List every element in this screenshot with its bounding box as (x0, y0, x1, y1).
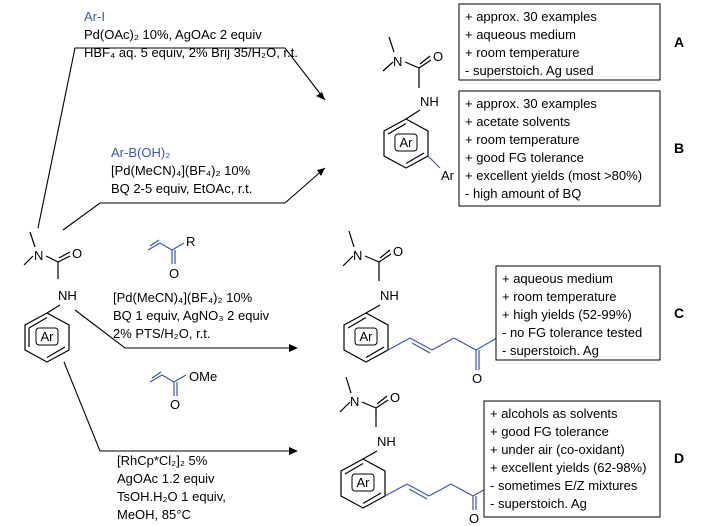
product-c-atom-o: O (393, 244, 403, 259)
box-b-line: + approx. 30 examples (465, 96, 597, 111)
product-biaryl: N O NH Ar Ar (382, 36, 455, 183)
box-a-line: + aqueous medium (465, 27, 576, 42)
atom-nh: NH (58, 288, 77, 303)
box-d-line: - sometimes E/Z mixtures (490, 478, 638, 493)
arrow-c (74, 309, 298, 352)
box-c-line: + aqueous medium (502, 271, 613, 286)
box-d-line: + good FG tolerance (490, 424, 609, 439)
box-a-line: - superstoich. Ag used (465, 63, 594, 78)
product-ab-new-ar: Ar (441, 168, 455, 183)
summary-box-c: + aqueous medium + room temperature + hi… (495, 265, 684, 361)
product-c-ring-ar: Ar (360, 329, 374, 344)
box-b-line: + good FG tolerance (465, 150, 584, 165)
box-d-line: + under air (co-oxidant) (490, 442, 625, 457)
box-b-line: + room temperature (465, 132, 580, 147)
box-b-line: - high amount of BQ (465, 186, 581, 201)
aryl-ring (24, 312, 70, 363)
product-d-atom-o: O (390, 390, 400, 405)
box-c-label: C (674, 305, 684, 321)
conditions-d-line4: MeOH, 85°C (117, 507, 191, 522)
conditions-d-line1: [RhCp*Cl₂]₂ 5% (117, 453, 208, 468)
reagent-aryl-iodide: Ar-I (84, 9, 105, 24)
product-c-ketone-o: O (472, 371, 482, 386)
conditions-a-line1: Pd(OAc)₂ 10%, AgOAc 2 equiv (84, 27, 262, 42)
product-d-ring-ar: Ar (357, 475, 371, 490)
conditions-b-line1: [Pd(MeCN)₄](BF₄)₂ 10% (111, 163, 251, 178)
box-d-label: D (674, 450, 684, 466)
reagent-methyl-acrylate: OMe O (149, 369, 217, 412)
box-d-line: + alcohols as solvents (490, 406, 618, 421)
conditions-b: Ar-B(OH)₂ [Pd(MeCN)₄](BF₄)₂ 10% BQ 2-5 e… (111, 145, 252, 196)
conditions-c: [Pd(MeCN)₄](BF₄)₂ 10% BQ 1 equiv, AgNO₃ … (113, 290, 270, 341)
conditions-d: [RhCp*Cl₂]₂ 5% AgOAc 1.2 equiv TsOH.H₂O … (117, 453, 226, 522)
product-d-atom-nh: NH (377, 434, 396, 449)
summary-box-a: + approx. 30 examples + aqueous medium +… (458, 3, 684, 81)
ar-label: Ar (41, 329, 55, 344)
product-d-ester-o: O (469, 511, 479, 526)
box-b-label: B (674, 140, 684, 156)
arrow-d (63, 361, 298, 455)
box-b-line: + acetate solvents (465, 114, 571, 129)
product-ab-atom-o: O (433, 49, 443, 64)
box-c-line: + high yields (52-99%) (502, 307, 632, 322)
summary-box-b: + approx. 30 examples + acetate solvents… (458, 90, 684, 207)
box-d-line: + excellent yields (62-98%) (490, 460, 646, 475)
box-a-line: + approx. 30 examples (465, 9, 597, 24)
reagent-enone-o: O (169, 266, 179, 281)
conditions-c-line1: [Pd(MeCN)₄](BF₄)₂ 10% (113, 290, 253, 305)
box-c-line: + room temperature (502, 289, 617, 304)
reagent-acrylate-ome: OMe (189, 369, 217, 384)
conditions-b-line2: BQ 2-5 equiv, EtOAc, r.t. (111, 181, 252, 196)
reagent-enone-r: R (186, 234, 195, 249)
arrow-b (62, 167, 326, 231)
product-d-atom-n: N (350, 394, 359, 409)
atom-n: N (34, 248, 43, 263)
arrow-a (37, 47, 326, 229)
conditions-a: Ar-I Pd(OAc)₂ 10%, AgOAc 2 equiv HBF₄ aq… (84, 9, 298, 60)
box-c-line: - superstoich. Ag (502, 343, 599, 358)
box-a-label: A (674, 34, 684, 50)
product-ab-atom-nh: NH (420, 94, 439, 109)
conditions-d-line2: AgOAc 1.2 equiv (117, 471, 215, 486)
box-a-line: + room temperature (465, 45, 580, 60)
conditions-d-line3: TsOH.H₂O 1 equiv, (117, 489, 226, 504)
box-c-line: - no FG tolerance tested (502, 325, 642, 340)
box-d-line: - superstoich. Ag (490, 496, 587, 511)
summary-box-d: + alcohols as solvents + good FG toleran… (483, 400, 684, 518)
conditions-a-line2: HBF₄ aq. 5 equiv, 2% Brij 35/H₂O, r.t. (84, 45, 298, 60)
product-ab-atom-n: N (393, 54, 402, 69)
conditions-c-line2: BQ 1 equiv, AgNO₃ 2 equiv (113, 308, 270, 323)
product-c-atom-nh: NH (380, 288, 399, 303)
product-ab-ring-ar: Ar (400, 135, 414, 150)
box-b-line: + excellent yields (most >80%) (465, 168, 642, 183)
reagent-acrylate-o: O (170, 397, 180, 412)
reagent-enone: R O (147, 234, 195, 281)
atom-o: O (72, 246, 82, 261)
reagent-boronic-acid: Ar-B(OH)₂ (111, 145, 170, 160)
starting-urea: N O NH Ar (23, 231, 82, 363)
product-enone: N O NH Ar O R (342, 230, 508, 386)
conditions-c-line3: 2% PTS/H₂O, r.t. (113, 326, 211, 341)
product-c-atom-n: N (353, 248, 362, 263)
